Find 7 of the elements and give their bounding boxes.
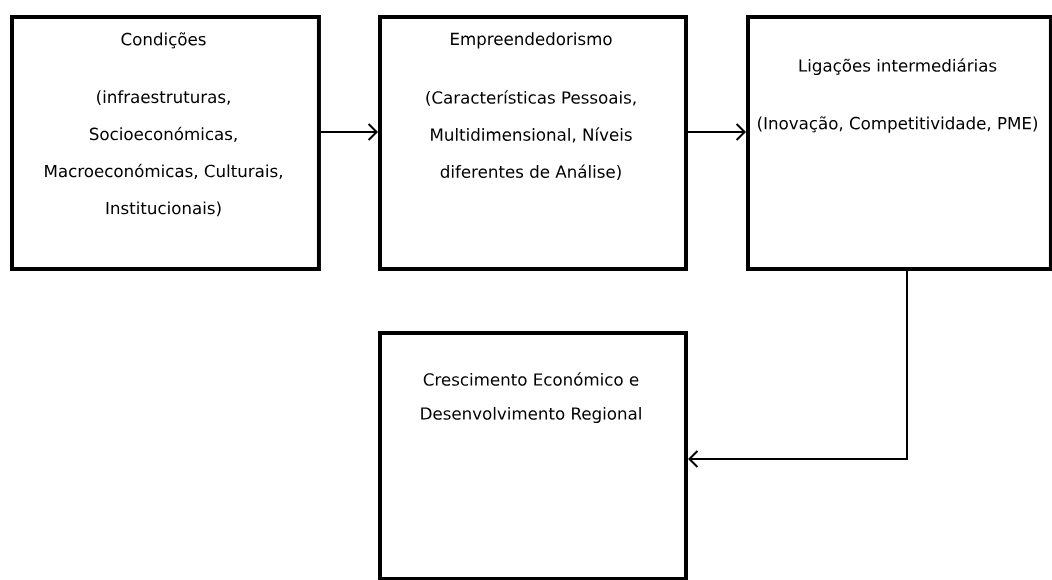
arrow	[688, 270, 908, 468]
process-box: Condições (infraestruturas, Socioeconómicas, Macroeconómicas, Culturais, Institucionais)	[10, 15, 321, 271]
process-box: Crescimento Económico e Desenvolvimento Regional	[378, 331, 688, 580]
arrow	[687, 123, 746, 141]
arrow	[319, 123, 378, 141]
process-box: Ligações intermediárias (Inovação, Competitividade, PME)	[746, 15, 1052, 271]
process-box: Empreendedorismo (Características Pessoais, Multidimensional, Níveis diferentes de Análise)	[378, 15, 688, 271]
